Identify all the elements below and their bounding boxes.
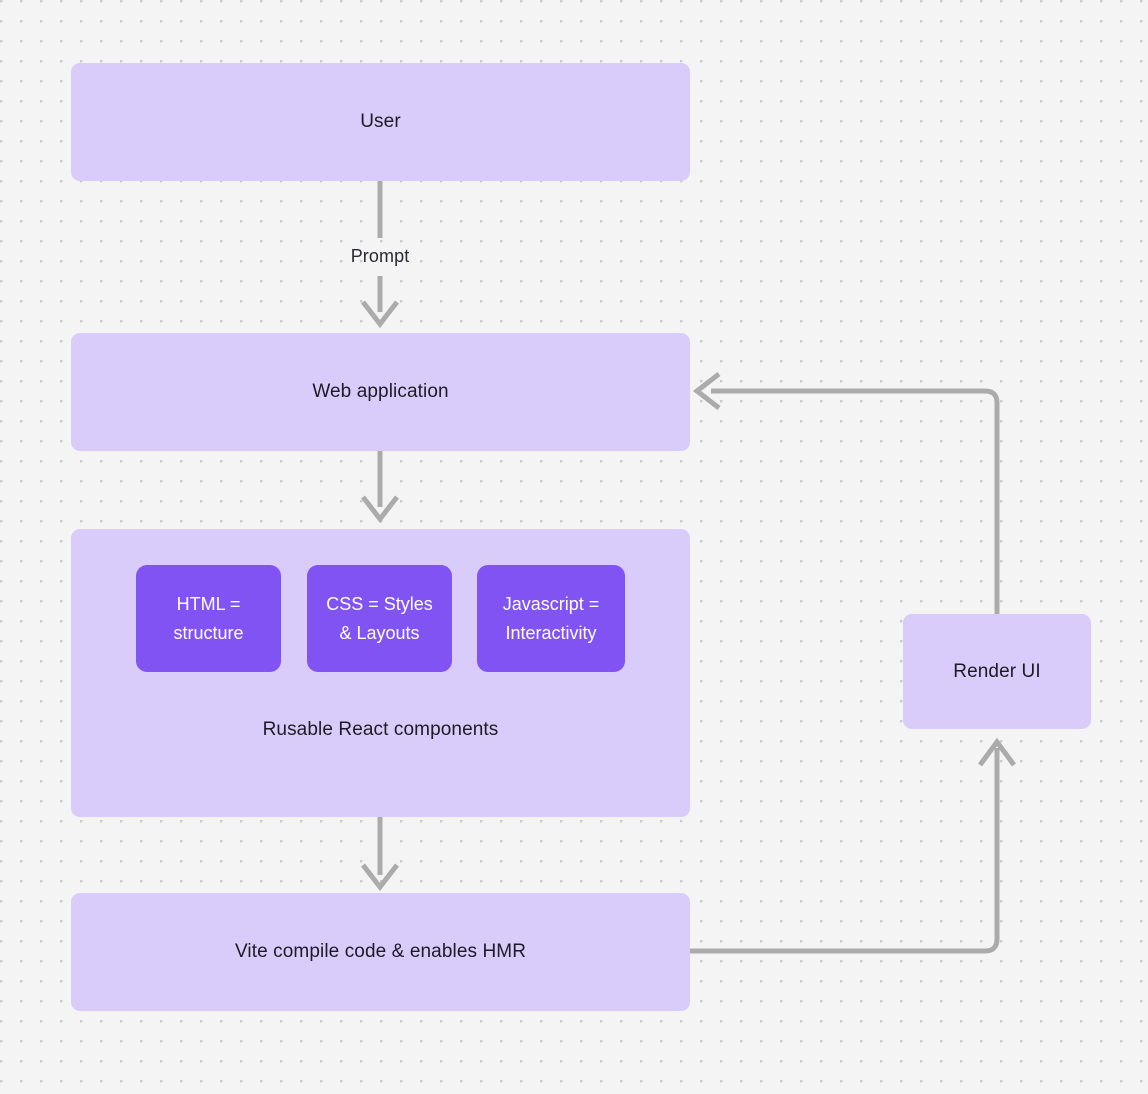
node-vite[interactable]: Vite compile code & enables HMR [71,893,690,1011]
node-web-application[interactable]: Web application [71,333,690,451]
node-css-label-line1: CSS = Styles [326,593,433,614]
node-components-group-caption-text: Rusable React components [262,719,499,740]
node-components-group-caption: Rusable React components [71,719,690,741]
node-vite-label: Vite compile code & enables HMR [234,941,527,962]
node-web-application-label: Web application [312,381,449,402]
node-user[interactable]: User [71,63,690,181]
edge-components-to-vite [361,817,399,892]
node-javascript[interactable]: Javascript = Interactivity [477,565,625,672]
node-javascript-label-line1: Javascript = [502,593,600,614]
node-css[interactable]: CSS = Styles & Layouts [307,565,452,672]
edge-label-prompt: Prompt [330,246,430,267]
node-render-ui-label: Render UI [953,660,1041,682]
node-javascript-label-line2: Interactivity [505,622,597,643]
node-html-label-line1: HTML = [176,593,241,614]
node-user-label: User [360,111,401,132]
node-html-label-line2: structure [173,622,244,643]
edge-vite-to-render-ui [690,737,1017,954]
edge-label-prompt-text: Prompt [350,246,410,266]
edge-web-application-to-components [361,451,399,524]
node-css-label-line2: & Layouts [339,622,420,643]
node-components-group[interactable]: HTML = structure CSS = Styles & Layouts … [71,529,690,817]
edge-render-ui-to-web-application [692,372,1000,614]
node-html[interactable]: HTML = structure [136,565,281,672]
node-render-ui[interactable]: Render UI [903,614,1091,729]
